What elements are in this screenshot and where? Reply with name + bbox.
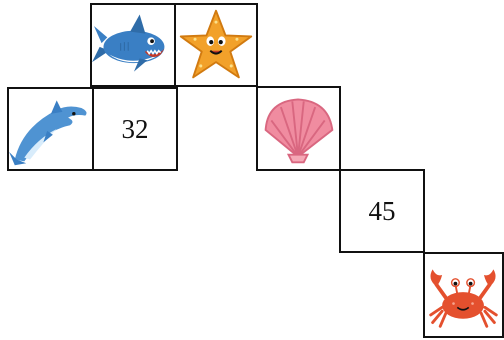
cell-crab bbox=[423, 252, 504, 338]
cell-number-32: 32 bbox=[92, 87, 178, 171]
crab-icon bbox=[425, 254, 502, 336]
cell-shark bbox=[90, 3, 176, 87]
dolphin-icon bbox=[9, 89, 92, 169]
starfish-icon bbox=[176, 5, 256, 85]
cell-number-45: 45 bbox=[339, 169, 425, 253]
cell-seashell bbox=[256, 86, 341, 171]
cell-starfish bbox=[174, 3, 258, 87]
number-label: 45 bbox=[369, 196, 396, 227]
cell-dolphin bbox=[7, 87, 94, 171]
number-label: 32 bbox=[122, 114, 149, 145]
seashell-icon bbox=[258, 88, 339, 169]
shark-icon bbox=[92, 5, 174, 85]
